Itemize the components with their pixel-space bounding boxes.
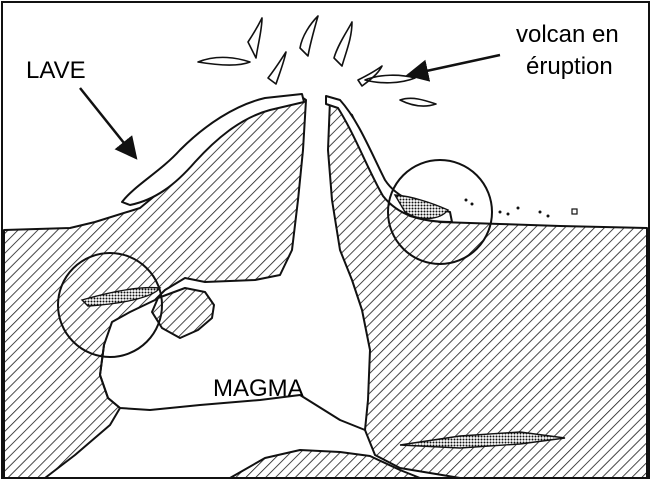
eruption-splash-5 (268, 52, 286, 84)
rock-ground-right (328, 100, 647, 478)
label-volcano-line2: éruption (526, 53, 613, 80)
eruption-splash-3 (300, 16, 318, 56)
arrow-lava (80, 88, 136, 158)
eruption-splash-4 (334, 22, 352, 66)
eruption-splash-2 (248, 18, 262, 58)
eruption-splash-8 (400, 98, 436, 106)
label-lava: LAVE (26, 57, 86, 84)
eruption-splash-1 (198, 57, 250, 65)
ejected-fragments (465, 199, 578, 218)
label-volcano-line1: volcan en (516, 21, 619, 48)
label-magma: MAGMA (213, 375, 304, 402)
arrow-volcano (408, 55, 500, 75)
